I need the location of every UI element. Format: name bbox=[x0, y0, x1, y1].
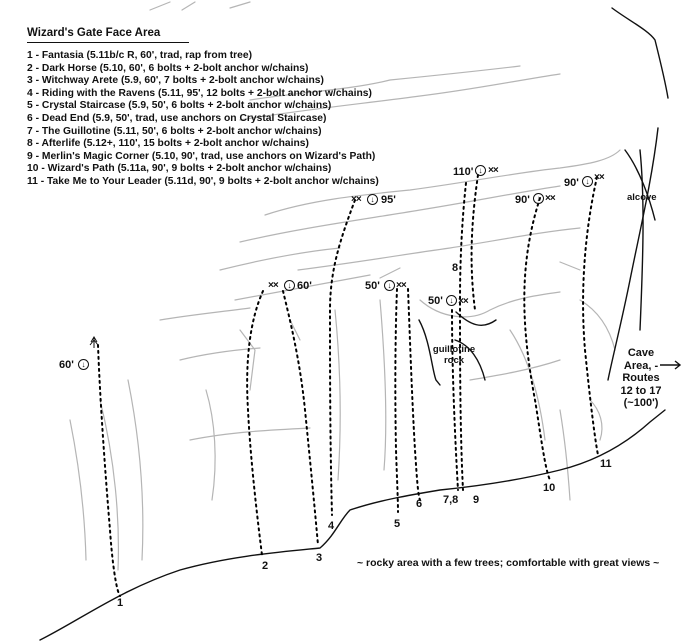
route-item: 5 - Crystal Staircase (5.9, 50', 6 bolts… bbox=[27, 100, 332, 112]
route-item: 3 - Witchway Arete (5.9, 60', 7 bolts + … bbox=[27, 75, 324, 87]
height-label-4: 95' bbox=[381, 194, 396, 206]
rappel-icon: ↓ bbox=[475, 165, 486, 176]
rappel-icon: ↓ bbox=[78, 359, 89, 370]
route-number-6: 6 bbox=[416, 498, 423, 510]
anchor-icon: ×× bbox=[351, 194, 362, 205]
route-number-3: 3 bbox=[316, 552, 323, 564]
route-item: 4 - Riding with the Ravens (5.11, 95', 1… bbox=[27, 87, 372, 99]
height-label-5: 50' bbox=[365, 280, 380, 292]
route-number-7-8: 7,8 bbox=[443, 494, 459, 506]
anchor-icon: ×× bbox=[268, 280, 279, 291]
anchor-icon: ×× bbox=[458, 296, 469, 307]
height-label-8: 110' bbox=[453, 166, 474, 178]
route-item: 6 - Dead End (5.9, 50', trad, use anchor… bbox=[27, 112, 327, 124]
route-item: 11 - Take Me to Your Leader (5.11d, 90',… bbox=[27, 175, 379, 187]
cave-area-label: Cave Area, - Routes 12 to 17 (~100') bbox=[620, 347, 662, 409]
footer-note: ~ rocky area with a few trees; comfortab… bbox=[357, 557, 660, 569]
route-item: 2 - Dark Horse (5.10, 60', 6 bolts + 2-b… bbox=[27, 62, 309, 74]
height-label-7: 50' bbox=[428, 295, 443, 307]
route-item: 10 - Wizard's Path (5.11a, 90', 9 bolts … bbox=[27, 163, 332, 175]
route-number-8-upper: 8 bbox=[452, 262, 459, 274]
height-label-10: 90' bbox=[515, 194, 530, 206]
anchor-icon: ×× bbox=[488, 165, 499, 176]
rappel-icon: ↓ bbox=[367, 194, 378, 205]
route-legend: Wizard's Gate Face Area 1 - Fantasia (5.… bbox=[27, 27, 447, 189]
rappel-icon: ↓ bbox=[582, 176, 593, 187]
route-item: 7 - The Guillotine (5.11, 50', 6 bolts +… bbox=[27, 125, 322, 137]
route-item: 8 - Afterlife (5.12+, 110', 15 bolts + 2… bbox=[27, 138, 309, 150]
route-item: 1 - Fantasia (5.11b/c R, 60', trad, rap … bbox=[27, 50, 253, 61]
rappel-icon: ↓ bbox=[446, 295, 457, 306]
route-number-1: 1 bbox=[117, 597, 124, 609]
anchor-icon: ×× bbox=[594, 172, 605, 183]
rappel-icon: ↓ bbox=[384, 280, 395, 291]
cave-arrow-icon bbox=[660, 360, 682, 370]
anchor-icon: ×× bbox=[396, 280, 407, 291]
height-label-1: 60' bbox=[59, 359, 74, 371]
route-list: 1 - Fantasia (5.11b/c R, 60', trad, rap … bbox=[27, 50, 447, 189]
route-number-10: 10 bbox=[543, 482, 556, 494]
rock-features bbox=[69, 1, 621, 571]
alcove-label: alcove bbox=[627, 192, 657, 203]
route-item: 9 - Merlin's Magic Corner (5.10, 90', tr… bbox=[27, 150, 376, 162]
legend-title: Wizard's Gate Face Area bbox=[27, 27, 189, 43]
route-number-5: 5 bbox=[394, 518, 401, 530]
route-number-9: 9 bbox=[473, 494, 480, 506]
route-number-4: 4 bbox=[328, 520, 335, 532]
rappel-icon: ↓ bbox=[284, 280, 295, 291]
cliff-edges bbox=[39, 7, 669, 641]
height-label-11: 90' bbox=[564, 177, 579, 189]
tree-icon bbox=[89, 336, 99, 348]
guillotine-rock-label: guillotine rock bbox=[432, 344, 476, 366]
route-number-11: 11 bbox=[600, 458, 612, 470]
height-label-2-3: 60' bbox=[297, 280, 312, 292]
rappel-icon: ↓ bbox=[533, 193, 544, 204]
route-lines bbox=[97, 174, 599, 597]
anchor-icon: ×× bbox=[545, 193, 556, 204]
route-number-2: 2 bbox=[262, 560, 269, 572]
